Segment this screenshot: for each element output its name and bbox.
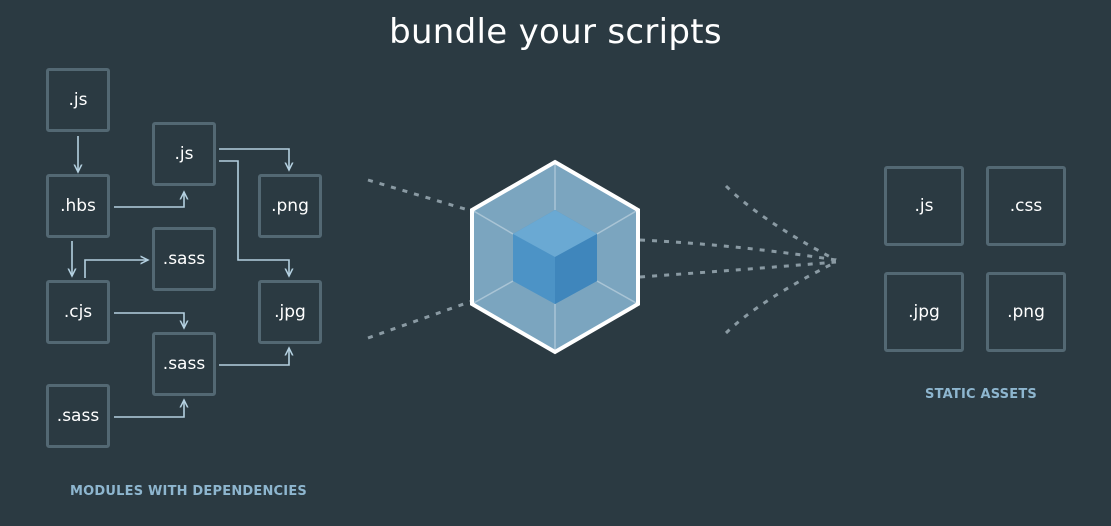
flow-line-out-top xyxy=(639,238,837,262)
flow-line-in-bottom xyxy=(367,298,476,340)
asset-png: .png xyxy=(986,272,1066,352)
dep-arrow xyxy=(114,400,184,418)
module-sass-2: .sass xyxy=(152,332,216,396)
module-hbs: .hbs xyxy=(46,174,110,238)
modules-caption: MODULES WITH DEPENDENCIES xyxy=(70,484,307,499)
webpack-cube-icon xyxy=(470,159,640,355)
module-sass-1: .sass xyxy=(152,227,216,291)
module-js-2: .js xyxy=(152,122,216,186)
assets-caption: STATIC ASSETS xyxy=(925,387,1037,402)
dep-arrow xyxy=(219,148,289,170)
module-png: .png xyxy=(258,174,322,238)
dep-arrow xyxy=(114,192,184,208)
flow-line-out-bottom xyxy=(639,260,837,279)
asset-jpg: .jpg xyxy=(884,272,964,352)
module-cjs: .cjs xyxy=(46,280,110,344)
flow-line-in-top xyxy=(367,178,476,214)
dep-arrow xyxy=(219,348,289,366)
page-title: bundle your scripts xyxy=(389,12,722,52)
flow-line-spread-top xyxy=(724,184,837,262)
module-jpg: .jpg xyxy=(258,280,322,344)
dep-arrow xyxy=(84,260,148,278)
dep-arrow xyxy=(114,312,184,328)
flow-line-spread-bottom xyxy=(724,260,837,335)
module-sass-3: .sass xyxy=(46,384,110,448)
asset-js: .js xyxy=(884,166,964,246)
module-js-1: .js xyxy=(46,68,110,132)
dep-arrow xyxy=(219,160,289,276)
asset-css: .css xyxy=(986,166,1066,246)
